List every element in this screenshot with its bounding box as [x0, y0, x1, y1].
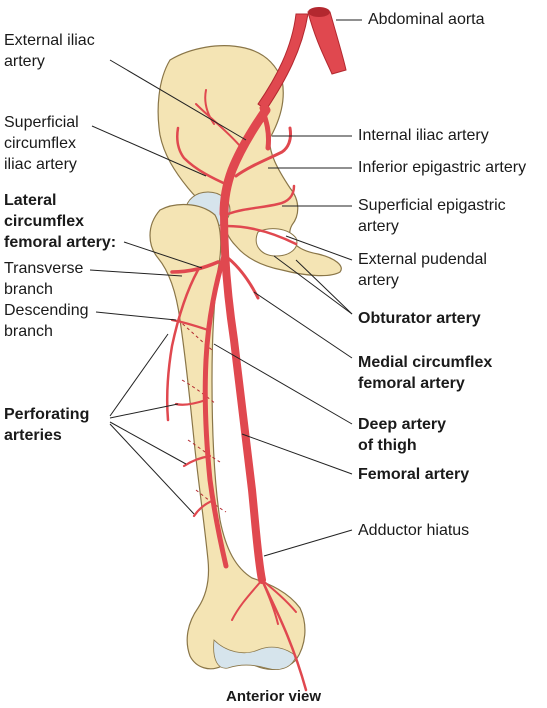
- internal-iliac-artery: [259, 105, 271, 151]
- perforating-dash-2: [181, 379, 217, 405]
- femoral-artery: [220, 210, 266, 584]
- obturator-foramen: [255, 228, 298, 257]
- arteries: [165, 7, 347, 692]
- inferior-epigastric-artery: [234, 126, 292, 178]
- leader-perforating-4: [109, 423, 195, 515]
- leader-perforating-1: [109, 333, 169, 417]
- label-adductor-hiatus: Adductor hiatus: [358, 522, 470, 539]
- label-perforating-arteries: Perforating arteries: [4, 406, 90, 444]
- external-pudendal-artery: [224, 224, 298, 246]
- leader-obturator-1: [295, 259, 353, 315]
- leader-external-pudendal: [285, 235, 353, 261]
- label-obturator-artery: Obturator artery: [358, 310, 481, 327]
- superficial-circumflex-iliac-artery: [176, 126, 232, 188]
- leader-obturator-2: [273, 255, 353, 315]
- label-inferior-epigastric-artery: Inferior epigastric artery: [358, 159, 527, 176]
- iliolumbar-branches: [195, 89, 241, 147]
- leader-lateral-circumflex: [123, 241, 203, 269]
- deep-artery-of-thigh: [202, 247, 229, 569]
- external-iliac-artery: [219, 105, 271, 219]
- label-medial-circumflex-femoral-artery: Medial circumflex femoral artery: [358, 354, 493, 392]
- popliteal-continuation: [260, 578, 308, 692]
- label-transverse-branch: Transverse branch: [4, 260, 84, 298]
- leader-medial-circumflex: [253, 291, 353, 359]
- abdominal-aorta: [307, 11, 347, 75]
- label-external-pudendal-artery: External pudendal artery: [358, 251, 487, 289]
- label-abdominal-aorta: Abdominal aorta: [368, 11, 485, 28]
- aorta-opening: [308, 7, 330, 17]
- label-internal-iliac-artery: Internal iliac artery: [358, 127, 489, 144]
- leader-transverse: [89, 269, 183, 277]
- perforating-dash-3: [187, 439, 221, 463]
- leader-femoral: [241, 433, 353, 475]
- medial-circumflex-femoral-artery: [226, 256, 260, 300]
- label-external-iliac-artery: External iliac artery: [4, 32, 95, 70]
- superficial-epigastric-artery: [226, 184, 296, 216]
- leader-descending: [95, 311, 177, 321]
- leader-external-iliac: [109, 59, 247, 141]
- leader-adductor-hiatus: [263, 529, 353, 557]
- knee-cartilage: [213, 639, 297, 670]
- descending-branch: [165, 268, 200, 422]
- perforating-artery-1: [170, 318, 210, 332]
- perforating-artery-4: [192, 498, 216, 518]
- perforating-artery-3: [182, 454, 212, 468]
- label-superficial-epigastric-artery: Superficial epigastric artery: [358, 197, 506, 235]
- leader-superficial-circumflex: [91, 125, 207, 177]
- label-superficial-circumflex-iliac-artery: Superficial circumflex iliac artery: [4, 114, 79, 173]
- label-deep-artery-of-thigh: Deep artery of thigh: [358, 416, 447, 454]
- bones: [149, 45, 342, 670]
- leader-lines: [89, 19, 362, 557]
- leader-perforating-3: [109, 421, 187, 465]
- leader-deep-artery: [213, 343, 353, 425]
- label-lateral-circumflex-femoral-artery: Lateral circumflex femoral artery:: [4, 192, 117, 251]
- leader-perforating-2: [109, 403, 179, 419]
- lateral-circumflex-femoral-artery: [170, 260, 220, 274]
- label-descending-branch: Descending branch: [4, 302, 89, 340]
- figure-caption: Anterior view: [225, 688, 322, 705]
- label-femoral-artery: Femoral artery: [358, 466, 470, 483]
